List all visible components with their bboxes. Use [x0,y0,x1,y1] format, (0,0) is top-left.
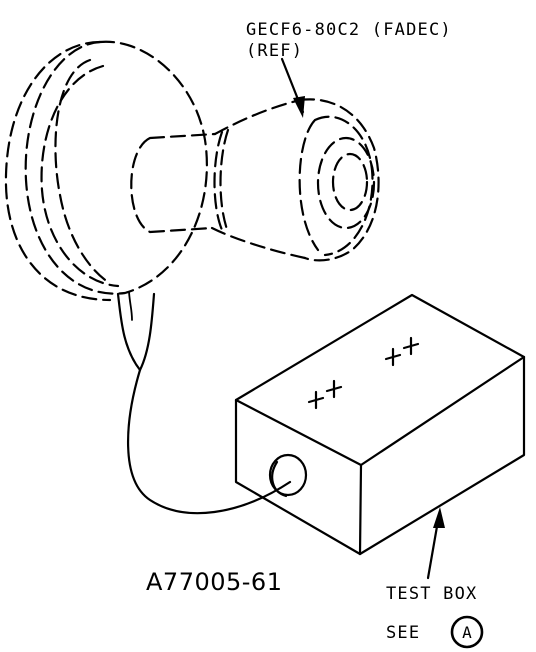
fadec-disc-body [24,40,208,295]
engine-label: GECF6-80C2 (FADEC) [246,20,452,40]
test-box-screws [307,336,420,410]
detail-letter: A [462,623,472,642]
fadec-connector-face [316,136,376,230]
fadec-unit-ref [4,40,380,302]
fadec-connector-housing [298,98,380,262]
test-box-side [358,355,526,556]
test-box-connector [268,453,308,498]
see-label: SEE [386,623,420,643]
test-box-leader-arrow [426,507,445,580]
fadec-cone [210,98,307,260]
engine-ref-label: (REF) [246,41,303,61]
test-cable [116,291,292,515]
fadec-shaft [130,132,217,234]
fadec-connector-socket [331,152,369,212]
engine-leader-arrow [280,57,305,118]
fadec-disc-inner-ring [40,64,120,288]
detail-reference-badge: A [450,615,484,649]
detail-circle [450,615,484,649]
test-box [234,293,526,556]
test-box-top [234,293,526,467]
fadec-connector-rim [298,115,374,257]
figure-id: A77005-61 [146,568,282,596]
test-box-front [234,398,363,556]
fadec-outer-flange [4,40,112,302]
test-box-label: TEST BOX [386,584,477,604]
cable-run [126,368,292,515]
fadec-disc-third-ring [54,58,110,284]
cable-y-split [116,292,156,372]
